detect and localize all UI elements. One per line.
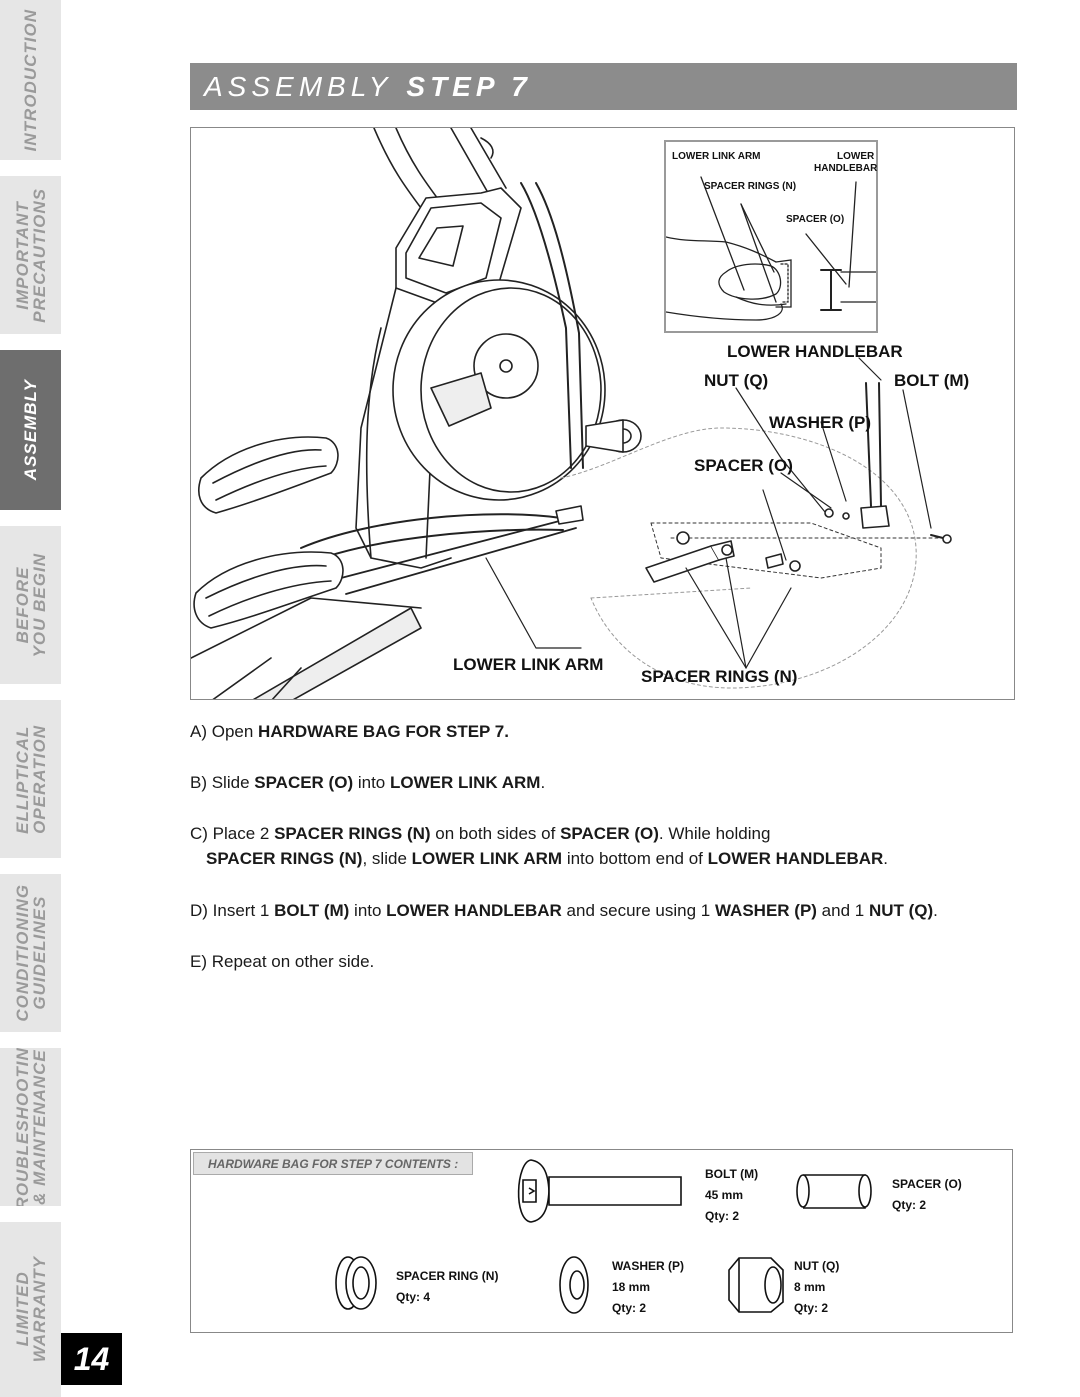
bolt-drawing — [517, 1159, 682, 1223]
tab-important-precautions[interactable]: IMPORTANT PRECAUTIONS — [0, 176, 61, 334]
instruction-d-bold-4: NUT (Q) — [868, 901, 934, 920]
tab-elliptical-operation[interactable]: ELLIPTICAL OPERATION — [0, 700, 61, 858]
instruction-c2-bold-3: LOWER HANDLEBAR — [707, 849, 884, 868]
instruction-c: C) Place 2 SPACER RINGS (N) on both side… — [190, 824, 888, 868]
spacer-drawing — [796, 1174, 872, 1209]
tab-conditioning-guidelines-label: CONDITIONING GUIDELINES — [12, 884, 49, 1022]
tab-before-you-begin[interactable]: BEFORE YOU BEGIN — [0, 526, 61, 684]
inset-label-lower-link-arm: LOWER LINK ARM — [672, 151, 761, 162]
tab-assembly[interactable]: ASSEMBLY — [0, 350, 61, 510]
inset-illustration — [666, 176, 876, 321]
callout-bolt: BOLT (M) — [894, 371, 970, 390]
instruction-b-bold-2: LOWER LINK ARM — [389, 773, 541, 792]
instruction-c-text-2: on both sides of — [430, 824, 561, 843]
nut-size: 8 mm — [794, 1280, 826, 1294]
tab-limited-warranty-label: LIMITED WARRANTY — [12, 1256, 49, 1363]
washer-size: 18 mm — [612, 1280, 651, 1294]
instruction-c-text: C) Place 2 — [190, 824, 275, 843]
washer-drawing — [559, 1256, 589, 1314]
instruction-c-text-3: . While holding — [658, 824, 771, 843]
instruction-d: D) Insert 1 BOLT (M) into LOWER HANDLEBA… — [190, 901, 938, 921]
instruction-d-bold-2: LOWER HANDLEBAR — [386, 901, 562, 920]
inset-label-spacer-rings: SPACER RINGS (N) — [704, 181, 797, 192]
instruction-c2-text-3: . — [883, 849, 889, 868]
washer-qty: Qty: 2 — [612, 1301, 647, 1315]
instruction-d-text-3: and secure using 1 — [561, 901, 715, 920]
inset-label-spacer: SPACER (O) — [786, 214, 845, 225]
callout-spacer-rings: SPACER RINGS (N) — [641, 667, 798, 686]
callout-lower-link-arm: LOWER LINK ARM — [453, 655, 604, 674]
nut-drawing — [728, 1257, 784, 1313]
step-header-title: ASSEMBLY — [204, 70, 393, 102]
spacer-ring-drawing — [335, 1256, 377, 1310]
assembly-figure: LOWER LINK ARM LOWER HANDLEBAR SPACER RI… — [190, 127, 1015, 700]
instruction-b-bold-1: SPACER (O) — [254, 773, 354, 792]
instruction-d-text-5: . — [933, 901, 938, 920]
bolt-size: 45 mm — [705, 1188, 744, 1202]
hardware-title: HARDWARE BAG FOR STEP 7 CONTENTS : — [193, 1152, 473, 1175]
nut-info: NUT (Q) 8 mm Qty: 2 — [794, 1256, 839, 1319]
bolt-qty: Qty: 2 — [705, 1209, 740, 1223]
tab-limited-warranty[interactable]: LIMITED WARRANTY — [0, 1222, 61, 1397]
instruction-a: A) Open HARDWARE BAG FOR STEP 7. — [190, 722, 509, 742]
step-header: ASSEMBLY STEP 7 — [190, 63, 1017, 110]
spacer-name: SPACER (O) — [892, 1177, 962, 1191]
instruction-d-bold-3: WASHER (P) — [714, 901, 817, 920]
tab-troubleshooting-maintenance[interactable]: TROUBLESHOOTING & MAINTENANCE — [0, 1048, 61, 1206]
bolt-info: BOLT (M) 45 mm Qty: 2 — [705, 1164, 758, 1227]
inset-label-handlebar: HANDLEBAR — [814, 163, 878, 174]
nut-qty: Qty: 2 — [794, 1301, 829, 1315]
tab-assembly-label: ASSEMBLY — [21, 379, 40, 481]
tab-conditioning-guidelines[interactable]: CONDITIONING GUIDELINES — [0, 874, 61, 1032]
hardware-drawings — [335, 1159, 872, 1314]
spacer-qty: Qty: 2 — [892, 1198, 927, 1212]
callout-lower-handlebar: LOWER HANDLEBAR — [727, 342, 903, 361]
instruction-c2-text-2: into bottom end of — [562, 849, 708, 868]
instruction-b-text-3: . — [540, 773, 546, 792]
instruction-c-bold-1: SPACER RINGS (N) — [274, 824, 431, 843]
instruction-c2-text-1: , slide — [362, 849, 412, 868]
spacer-info: SPACER (O) Qty: 2 — [892, 1174, 962, 1216]
bolt-name: BOLT (M) — [705, 1167, 759, 1181]
spacer-ring-info: SPACER RING (N) Qty: 4 — [396, 1266, 498, 1308]
instruction-a-text: A) Open — [190, 722, 259, 741]
instruction-c-line-2: SPACER RINGS (N), slide LOWER LINK ARM i… — [206, 849, 888, 869]
washer-name: WASHER (P) — [612, 1259, 684, 1273]
inset-label-lower: LOWER — [837, 151, 875, 162]
detail-inset: LOWER LINK ARM LOWER HANDLEBAR SPACER RI… — [664, 140, 878, 333]
callout-spacer: SPACER (O) — [694, 456, 793, 475]
instruction-c2-bold-2: LOWER LINK ARM — [411, 849, 563, 868]
washer-info: WASHER (P) 18 mm Qty: 2 — [612, 1256, 684, 1319]
instruction-a-bold: HARDWARE BAG FOR STEP 7. — [258, 722, 509, 741]
step-header-step: STEP 7 — [406, 70, 532, 102]
tab-troubleshooting-maintenance-label: TROUBLESHOOTING & MAINTENANCE — [12, 1048, 49, 1206]
page-number: 14 — [61, 1333, 122, 1385]
instruction-e-text: E) Repeat on other side. — [190, 952, 375, 971]
tab-introduction[interactable]: INTRODUCTION — [0, 0, 61, 160]
tab-important-precautions-label: IMPORTANT PRECAUTIONS — [12, 187, 49, 323]
tab-introduction-label: INTRODUCTION — [21, 8, 40, 152]
hardware-contents-box: HARDWARE BAG FOR STEP 7 CONTENTS : — [190, 1149, 1013, 1333]
callout-nut: NUT (Q) — [704, 371, 769, 390]
instruction-c-bold-2: SPACER (O) — [560, 824, 659, 843]
instruction-c2-bold-1: SPACER RINGS (N) — [206, 849, 363, 868]
tab-elliptical-operation-label: ELLIPTICAL OPERATION — [12, 724, 49, 834]
instruction-d-bold-1: BOLT (M) — [274, 901, 350, 920]
instruction-b-text-2: into — [353, 773, 390, 792]
elliptical-illustration — [191, 128, 952, 699]
tab-before-you-begin-label: BEFORE YOU BEGIN — [12, 552, 49, 658]
instruction-b: B) Slide SPACER (O) into LOWER LINK ARM. — [190, 773, 545, 793]
spacer-ring-name: SPACER RING (N) — [396, 1269, 499, 1283]
instruction-d-text: D) Insert 1 — [190, 901, 275, 920]
instruction-d-text-2: into — [349, 901, 387, 920]
instruction-e: E) Repeat on other side. — [190, 952, 374, 972]
instruction-d-text-4: and 1 — [816, 901, 869, 920]
spacer-ring-qty: Qty: 4 — [396, 1290, 431, 1304]
instruction-b-text: B) Slide — [190, 773, 255, 792]
callout-washer: WASHER (P) — [769, 413, 871, 432]
nut-name: NUT (Q) — [794, 1259, 840, 1273]
